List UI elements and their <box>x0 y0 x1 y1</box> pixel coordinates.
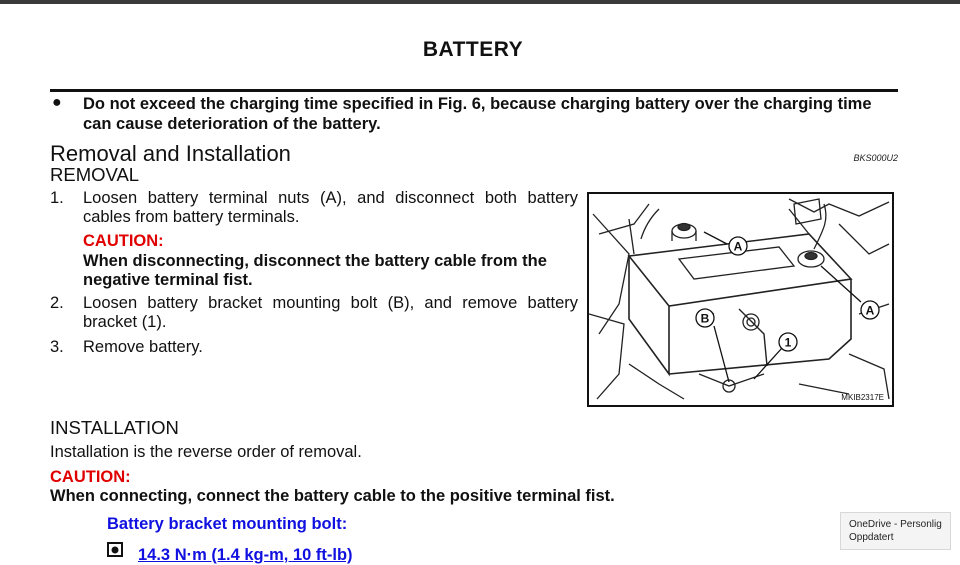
step-text: Loosen battery bracket mounting bolt (B)… <box>83 294 578 331</box>
battery-figure: A A B 1 MKIB2317E <box>587 192 894 407</box>
bullet-icon: ● <box>52 94 62 111</box>
divider <box>50 89 898 92</box>
battery-illustration: A A B 1 <box>589 198 890 400</box>
charging-note: Do not exceed the charging time specifie… <box>83 95 872 133</box>
installation-heading: INSTALLATION <box>50 417 179 438</box>
figure-code: MKIB2317E <box>841 393 884 402</box>
callout-a-right: A <box>866 304 875 318</box>
page-title: BATTERY <box>422 38 524 61</box>
step-number: 1. <box>50 189 64 207</box>
section-heading: Removal and Installation <box>50 141 291 166</box>
notification-title: OneDrive - Personlig <box>849 519 942 530</box>
installation-text: Installation is the reverse order of rem… <box>50 443 362 461</box>
section-code: BKS000U2 <box>853 153 898 163</box>
install-caution-text: When connecting, connect the battery cab… <box>50 487 615 505</box>
caution-label: CAUTION: <box>83 232 164 250</box>
removal-step-2: 2. Loosen battery bracket mounting bolt … <box>50 294 578 332</box>
step-number: 3. <box>50 338 64 356</box>
callout-a-top: A <box>734 240 743 254</box>
step-number: 2. <box>50 294 64 312</box>
install-caution-label: CAUTION: <box>50 468 131 486</box>
step-text: Loosen battery terminal nuts (A), and di… <box>83 189 578 226</box>
removal-step-3: 3. Remove battery. <box>50 338 578 357</box>
callout-b: B <box>701 312 710 326</box>
removal-heading: REMOVAL <box>50 164 140 185</box>
top-bar <box>0 0 960 4</box>
notification-status: Oppdatert <box>849 532 894 543</box>
removal-step-1: 1. Loosen battery terminal nuts (A), and… <box>50 189 578 227</box>
callout-1: 1 <box>785 336 792 350</box>
caution-text: When disconnecting, disconnect the batte… <box>83 252 547 289</box>
step-text: Remove battery. <box>83 338 203 356</box>
onedrive-notification[interactable]: OneDrive - Personlig Oppdatert <box>840 512 951 550</box>
torque-value: 14.3 N·m (1.4 kg-m, 10 ft-lb) <box>138 546 353 564</box>
bolt-label: Battery bracket mounting bolt: <box>107 515 348 533</box>
